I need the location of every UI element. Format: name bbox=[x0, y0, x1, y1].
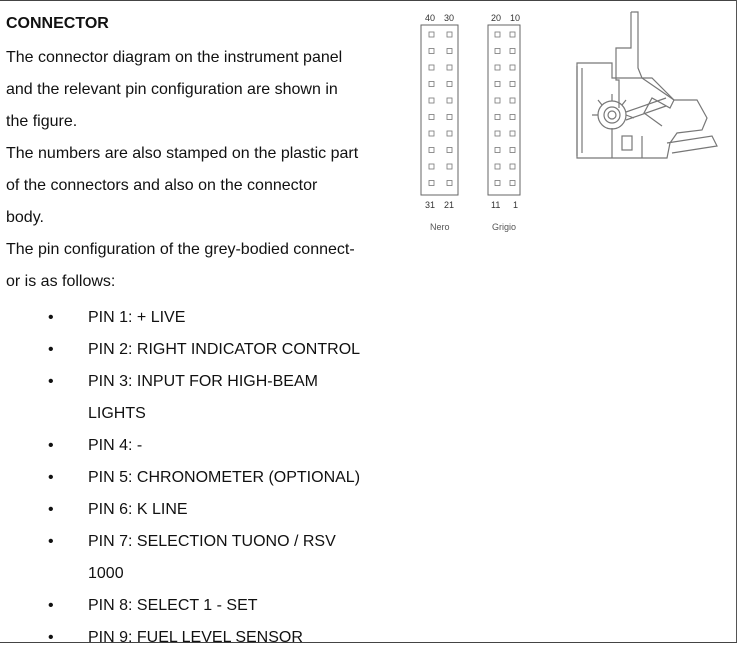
pin-list: • PIN 1: + LIVE • PIN 2: RIGHT INDICATOR CO… bbox=[6, 302, 360, 654]
pin-description-line: LIGHTS bbox=[88, 405, 146, 422]
paragraph-line: the figure. bbox=[6, 113, 78, 130]
pin-socket bbox=[494, 114, 501, 120]
paragraph-line: The pin configuration of the grey-bodied… bbox=[6, 241, 355, 258]
bullet-icon: • bbox=[48, 469, 54, 486]
pin-description-line: PIN 5: CHRONOMETER (OPTIONAL) bbox=[88, 469, 361, 486]
connector-grigio: 20 10 11 1 Grigio bbox=[487, 13, 521, 232]
pin-list-item: • PIN 4: - bbox=[6, 430, 360, 462]
bullet-icon: • bbox=[48, 341, 54, 358]
paragraph-line: or is as follows: bbox=[6, 273, 116, 290]
pin-socket bbox=[428, 48, 435, 54]
pin-description-line: PIN 4: - bbox=[88, 437, 143, 454]
description-paragraph: The connector diagram on the instrument … bbox=[6, 42, 358, 298]
pin-socket bbox=[428, 81, 435, 87]
pin-list-item: • PIN 7: SELECTION TUONO / RSV 1000 bbox=[6, 526, 360, 590]
pin-socket bbox=[446, 147, 453, 153]
section-heading: CONNECTOR bbox=[6, 15, 109, 32]
pin-socket bbox=[428, 64, 435, 71]
pin-description-line: PIN 1: + LIVE bbox=[88, 309, 186, 326]
bullet-icon: • bbox=[48, 597, 54, 614]
pin-socket bbox=[494, 163, 501, 170]
pin-list-item: • PIN 9: FUEL LEVEL SENSOR bbox=[6, 622, 360, 654]
connector-side-view-illustration bbox=[576, 11, 718, 159]
grigio-top-left-label: 20 bbox=[491, 13, 501, 23]
nero-pin-grid bbox=[428, 31, 453, 186]
pin-socket bbox=[494, 48, 501, 54]
connector-nero: 40 30 31 21 Nero bbox=[420, 13, 459, 232]
nero-bottom-left-label: 31 bbox=[425, 200, 435, 210]
pin-description-line: PIN 8: SELECT 1 - SET bbox=[88, 597, 258, 614]
pin-socket bbox=[428, 147, 435, 153]
bullet-icon: • bbox=[48, 501, 54, 518]
pin-socket bbox=[428, 31, 435, 38]
pin-socket bbox=[446, 31, 453, 38]
pin-socket bbox=[494, 130, 501, 137]
pin-socket bbox=[494, 81, 501, 87]
pin-list-item: • PIN 5: CHRONOMETER (OPTIONAL) bbox=[6, 462, 360, 494]
pin-description-line: PIN 7: SELECTION TUONO / RSV bbox=[88, 533, 336, 550]
pin-socket bbox=[509, 81, 516, 87]
bullet-icon: • bbox=[48, 373, 54, 390]
pin-socket bbox=[494, 147, 501, 153]
pin-list-item: • PIN 3: INPUT FOR HIGH-BEAM LIGHTS bbox=[6, 366, 360, 430]
nero-top-right-label: 30 bbox=[444, 13, 454, 23]
pin-socket bbox=[428, 130, 435, 137]
pin-socket bbox=[494, 31, 501, 38]
pin-socket bbox=[428, 97, 435, 104]
pin-socket bbox=[509, 64, 516, 71]
pin-socket bbox=[446, 163, 453, 170]
grigio-top-right-label: 10 bbox=[510, 13, 520, 23]
paragraph-line: and the relevant pin configuration are s… bbox=[6, 81, 338, 98]
pin-list-item: • PIN 1: + LIVE bbox=[6, 302, 360, 334]
grigio-bottom-left-label: 11 bbox=[491, 200, 500, 210]
pin-list-item: • PIN 6: K LINE bbox=[6, 494, 360, 526]
nero-connector-body bbox=[420, 24, 459, 196]
pin-socket bbox=[509, 48, 516, 54]
pin-socket bbox=[446, 114, 453, 120]
grigio-bottom-right-label: 1 bbox=[513, 200, 518, 210]
top-border bbox=[0, 0, 737, 1]
pin-socket bbox=[446, 81, 453, 87]
pin-socket bbox=[446, 130, 453, 137]
grigio-pin-grid bbox=[494, 31, 516, 186]
bullet-icon: • bbox=[48, 309, 54, 326]
pin-socket bbox=[446, 64, 453, 71]
paragraph-line: body. bbox=[6, 209, 44, 226]
pin-description-line: PIN 9: FUEL LEVEL SENSOR bbox=[88, 629, 303, 646]
pin-description-line: PIN 6: K LINE bbox=[88, 501, 188, 518]
connector-figure: 40 30 31 21 Nero 20 10 11 1 Grigio bbox=[420, 11, 718, 232]
bullet-icon: • bbox=[48, 533, 54, 550]
pin-description-line: PIN 3: INPUT FOR HIGH-BEAM bbox=[88, 373, 318, 390]
pin-socket bbox=[428, 163, 435, 170]
pin-socket bbox=[428, 114, 435, 120]
pin-socket bbox=[509, 147, 516, 153]
pin-socket bbox=[509, 114, 516, 120]
nero-bottom-right-label: 21 bbox=[444, 200, 454, 210]
pin-socket bbox=[509, 97, 516, 104]
paragraph-line: of the connectors and also on the connec… bbox=[6, 177, 318, 194]
pin-list-item: • PIN 8: SELECT 1 - SET bbox=[6, 590, 360, 622]
bullet-icon: • bbox=[48, 437, 54, 454]
pin-socket bbox=[509, 31, 516, 38]
pin-description-line: PIN 2: RIGHT INDICATOR CONTROL bbox=[88, 341, 361, 358]
pin-socket bbox=[446, 97, 453, 104]
nero-top-left-label: 40 bbox=[425, 13, 435, 23]
pin-socket bbox=[494, 97, 501, 104]
pin-socket bbox=[446, 180, 453, 186]
pin-description-line: 1000 bbox=[88, 565, 124, 582]
pin-list-item: • PIN 2: RIGHT INDICATOR CONTROL bbox=[6, 334, 360, 366]
bullet-icon: • bbox=[48, 629, 54, 646]
pin-socket bbox=[509, 130, 516, 137]
grigio-connector-body bbox=[487, 24, 521, 196]
pin-socket bbox=[494, 180, 501, 186]
paragraph-line: The numbers are also stamped on the plas… bbox=[6, 145, 359, 162]
nero-connector-name: Nero bbox=[430, 222, 450, 232]
grigio-connector-name: Grigio bbox=[492, 222, 516, 232]
pin-socket bbox=[428, 180, 435, 186]
pin-socket bbox=[494, 64, 501, 71]
pin-socket bbox=[509, 163, 516, 170]
pin-socket bbox=[446, 48, 453, 54]
pin-socket bbox=[509, 180, 516, 186]
paragraph-line: The connector diagram on the instrument … bbox=[6, 49, 343, 66]
